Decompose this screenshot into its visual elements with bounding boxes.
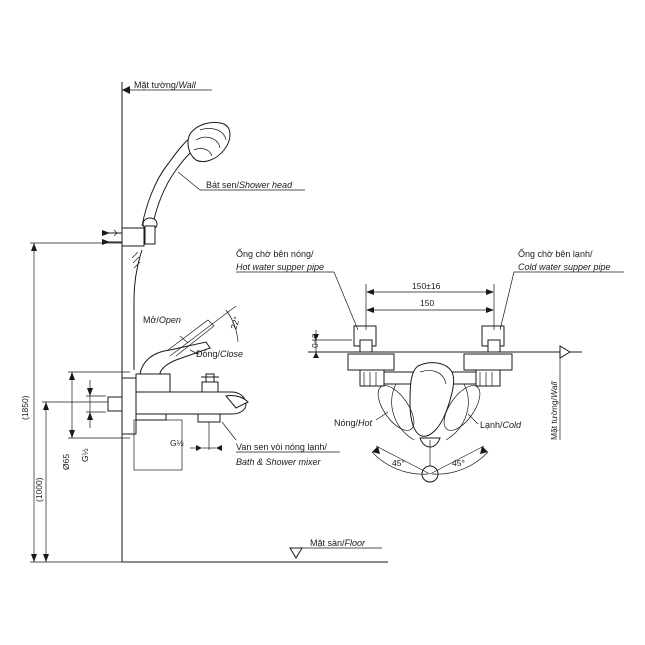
hot-supply-pipe	[353, 325, 377, 353]
cold-label: Lạnh/Cold	[480, 420, 522, 430]
dimension-g-half-bottom: G½	[170, 438, 184, 448]
shower-hose	[133, 249, 143, 370]
hot-label: Nóng/Hot	[334, 418, 373, 428]
dimension-dia65: Ø65	[61, 454, 71, 470]
bracket-screws	[102, 227, 145, 247]
mixer-label-vi: Van sen vòi nóng lạnh/	[236, 442, 327, 452]
mixer-label-en: Bath & Shower mixer	[236, 457, 322, 467]
shower-head	[141, 121, 231, 245]
dimension-1850: (1850)	[20, 395, 30, 420]
angle-22: 22°	[228, 315, 241, 330]
angle-45-left: 45°	[392, 458, 405, 468]
front-wall-label: Mặt tường/Wall	[549, 381, 559, 440]
shower-head-label: Bát sen/Shower head	[206, 180, 293, 190]
angle-45-right: 45°	[452, 458, 465, 468]
dimension-g-half-left: G½	[80, 448, 90, 462]
wall-label: Mặt tường/Wall	[134, 80, 197, 90]
open-label: Mở/Open	[143, 315, 181, 325]
bath-shower-mixer-front	[347, 353, 513, 483]
hot-pipe-label-vi: Ống chờ bên nóng/	[236, 248, 314, 259]
dimension-150-tol: 150±16	[412, 281, 441, 291]
dimension-1000: (1000)	[34, 477, 44, 502]
cold-pipe-label-vi: Ống chờ bên lạnh/	[518, 248, 593, 259]
cold-pipe-label-en: Cold water supper pipe	[518, 262, 611, 272]
hot-pipe-label-en: Hot water supper pipe	[236, 262, 324, 272]
floor-arrow-icon	[289, 547, 303, 559]
dimension-offset: 0~6	[310, 333, 320, 348]
floor-label: Mặt sàn/Floor	[310, 538, 366, 548]
bath-shower-mixer-side	[107, 319, 249, 471]
wall-arrow-icon	[122, 86, 130, 94]
dimension-150: 150	[420, 298, 434, 308]
cold-supply-pipe	[481, 325, 505, 353]
close-label: Đóng/Close	[196, 349, 243, 359]
